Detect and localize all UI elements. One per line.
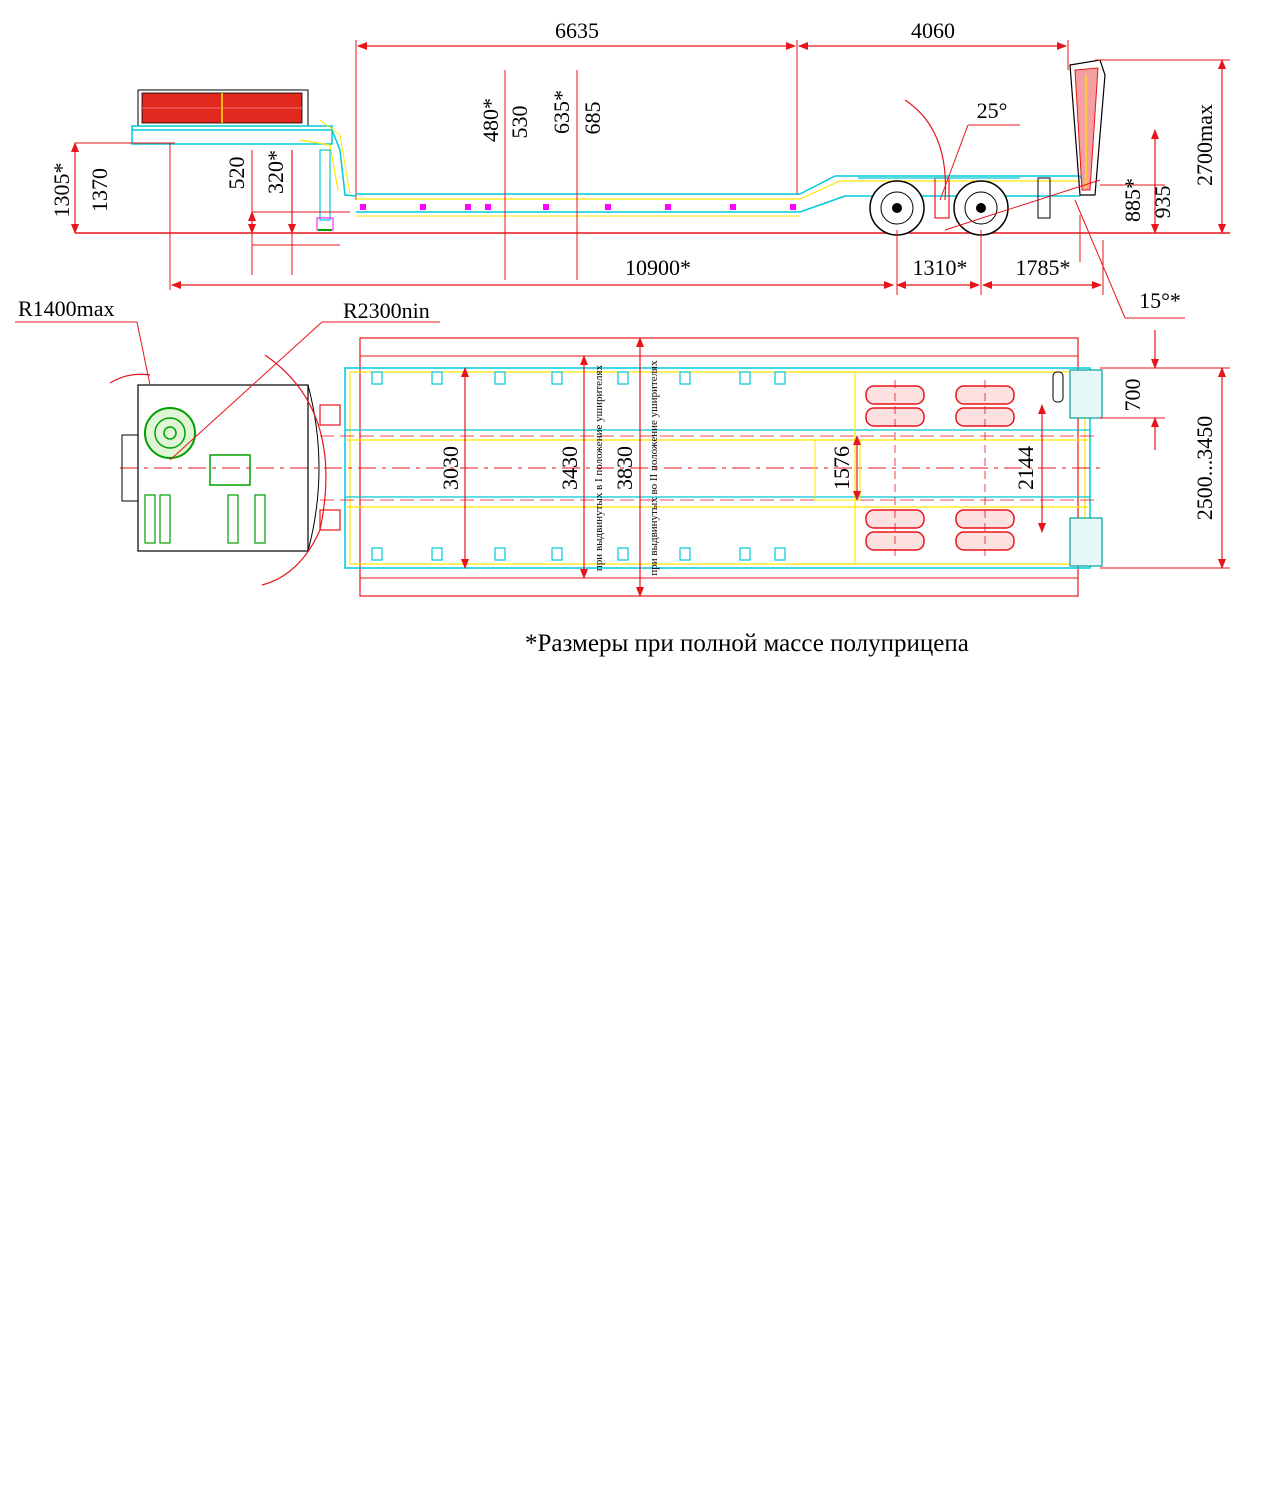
- main-deck: [356, 193, 800, 217]
- gooseneck: [131, 89, 357, 231]
- dim-885: 885*: [1120, 178, 1145, 222]
- note-position-1: при выдвинутых в I положение уширителях: [593, 364, 605, 571]
- side-view: 6635 4060 25° 480* 530 635* 685 1305* 13…: [49, 18, 1230, 319]
- dim-10900: 10900*: [625, 255, 691, 280]
- dim-1576: 1576: [829, 446, 854, 490]
- dim-320: 320*: [263, 150, 288, 194]
- loading-ramps: [1069, 59, 1106, 196]
- dim-520: 520: [224, 157, 249, 190]
- footnote: *Размеры при полной массе полуприцепа: [525, 630, 969, 657]
- dim-25deg: 25°: [977, 98, 1008, 123]
- neck-top: [121, 384, 341, 552]
- dim-700: 700: [1120, 379, 1145, 412]
- dim-480: 480*: [478, 98, 503, 142]
- dim-6635: 6635: [555, 18, 599, 43]
- dim-1785: 1785*: [1016, 255, 1071, 280]
- dim-3430: 3430: [557, 446, 582, 490]
- dim-635: 635*: [549, 90, 574, 134]
- wheels-top: [865, 385, 1015, 551]
- dim-15deg: 15°*: [1139, 288, 1181, 313]
- dim-r2300: R2300nin: [343, 298, 430, 323]
- dim-2700: 2700max: [1192, 104, 1217, 186]
- top-view: R1400max R2300nin 3030 3430 3830 при выд…: [15, 296, 1230, 597]
- dim-3830: 3830: [612, 446, 637, 490]
- dim-1305: 1305*: [49, 163, 74, 218]
- dim-1370: 1370: [87, 168, 112, 212]
- dim-4060: 4060: [911, 18, 955, 43]
- dim-r1400: R1400max: [18, 296, 115, 321]
- dim-3030: 3030: [438, 446, 463, 490]
- dim-530: 530: [507, 106, 532, 139]
- note-position-2: при выдвинутых во II положение уширителя…: [648, 360, 660, 576]
- dim-685: 685: [580, 102, 605, 135]
- dim-2144: 2144: [1013, 446, 1038, 490]
- dim-1310: 1310*: [913, 255, 968, 280]
- dim-935: 935: [1150, 186, 1175, 219]
- rear-frame: [799, 175, 1086, 219]
- rear-axles: [858, 177, 1020, 236]
- dim-2500-3450: 2500...3450: [1192, 416, 1217, 521]
